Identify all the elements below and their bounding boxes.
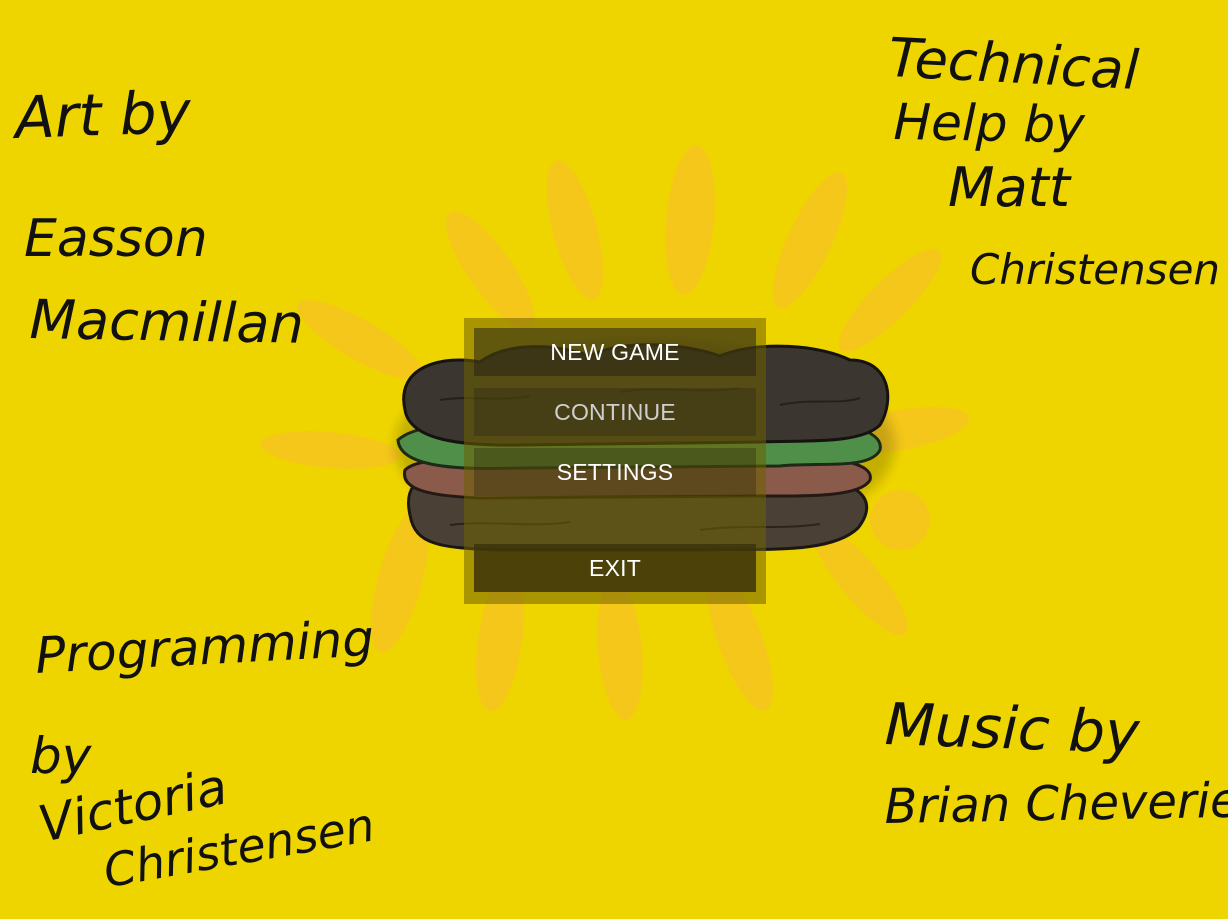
credit-art-name-first: Easson (24, 209, 208, 269)
credit-technical-name-last: Christensen (970, 245, 1221, 294)
credit-technical-help-by: Help by (893, 93, 1086, 155)
continue-button[interactable]: CONTINUE (474, 388, 756, 436)
credit-music-title: Music by (883, 690, 1141, 767)
main-menu-panel: NEW GAME CONTINUE SETTINGS EXIT (464, 318, 766, 604)
settings-button[interactable]: SETTINGS (474, 448, 756, 496)
credit-art-title: Art by (13, 77, 192, 152)
credit-technical-name-first: Matt (948, 156, 1071, 219)
credit-programming-by: by (30, 727, 92, 785)
credit-art-name-last: Macmillan (28, 288, 305, 356)
credit-technical-title: Technical (886, 26, 1141, 103)
credit-music-name: Brian Cheverie (883, 772, 1228, 835)
new-game-button[interactable]: NEW GAME (474, 328, 756, 376)
exit-button[interactable]: EXIT (474, 544, 756, 592)
